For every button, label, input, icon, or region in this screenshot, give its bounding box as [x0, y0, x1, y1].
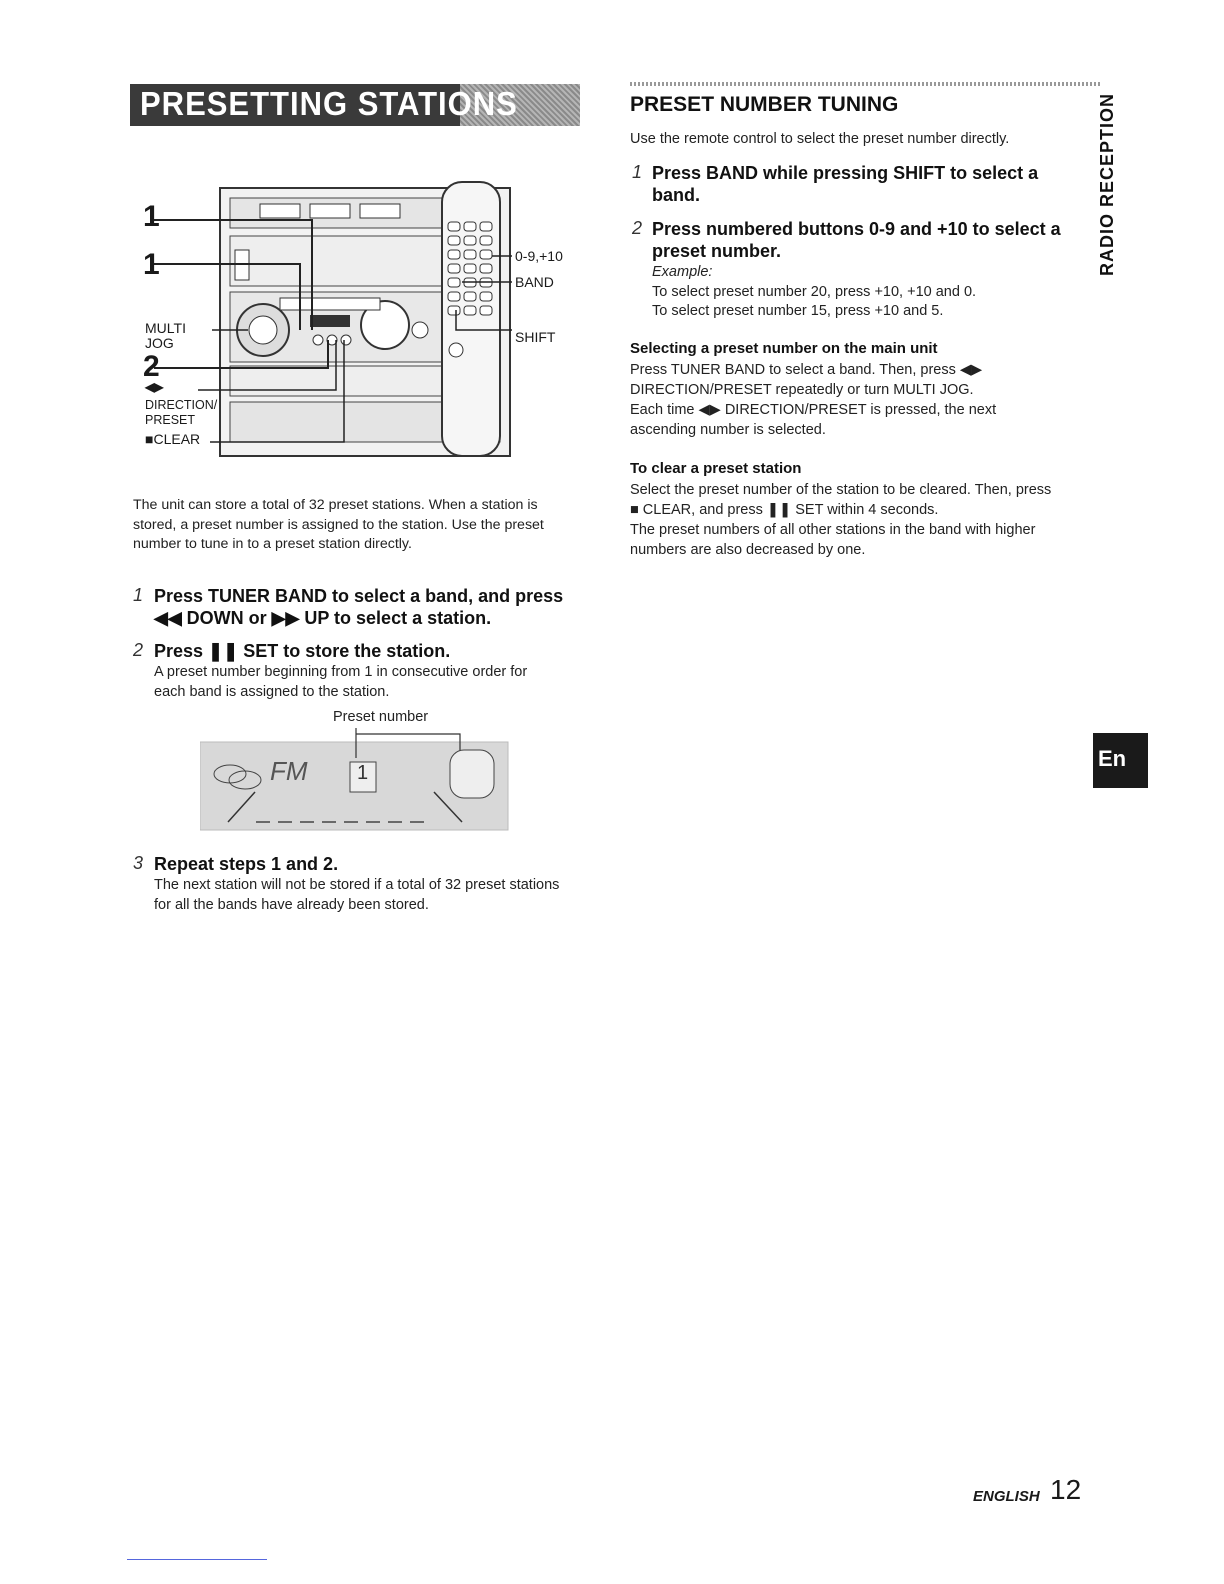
sub1-line-1: Press TUNER BAND to select a band. Then,… — [630, 362, 983, 378]
section-rule — [630, 82, 1100, 86]
stereo-remote-illustration — [154, 181, 512, 457]
callout-step-1a: 1 — [143, 200, 160, 233]
intro-paragraph: The unit can store a total of 32 preset … — [133, 497, 544, 552]
sub1-line-3: Each time ◀▶ DIRECTION/PRESET is pressed… — [630, 402, 997, 418]
remote-label-shift: SHIFT — [515, 329, 556, 345]
example-line-2: To select preset number 15, press +10 an… — [652, 303, 944, 319]
right-step-2-number: 2 — [632, 218, 643, 238]
sub2-title: To clear a preset station — [630, 460, 802, 477]
step-3-number: 3 — [133, 853, 144, 873]
display-caption: Preset number — [333, 709, 429, 725]
callout-clear: ■CLEAR — [145, 431, 201, 447]
right-step-2-line2: preset number. — [652, 241, 782, 261]
callout-preset: PRESET — [145, 413, 196, 427]
step-2-desc2: each band is assigned to the station. — [154, 684, 390, 700]
step-3-desc2: for all the bands have already been stor… — [154, 897, 429, 913]
remote-label-buttons: 0-9,+10 — [515, 248, 563, 264]
step-3-line1: Repeat steps 1 and 2. — [154, 854, 339, 874]
remote-label-band: BAND — [515, 274, 554, 290]
step-2-number: 2 — [133, 640, 144, 660]
example-label: Example: — [652, 264, 713, 280]
right-section-title: PRESET NUMBER TUNING — [630, 93, 899, 116]
callout-step-1b: 1 — [143, 248, 160, 281]
example-line-1: To select preset number 20, press +10, +… — [652, 284, 977, 300]
display-panel-illustration — [200, 728, 509, 831]
callout-multi: MULTI — [145, 320, 186, 336]
step-1-line2: ◀◀ DOWN or ▶▶ UP to select a station. — [154, 608, 492, 628]
step-1-line1: Press TUNER BAND to select a band, and p… — [154, 586, 564, 606]
step-3-desc1: The next station will not be stored if a… — [154, 877, 560, 893]
sub1-line-4: ascending number is selected. — [630, 422, 826, 438]
footer-rule — [127, 1559, 267, 1560]
title-banner-dark — [130, 84, 460, 126]
right-intro: Use the remote control to select the pre… — [630, 131, 1010, 147]
callout-direction: DIRECTION/ — [145, 398, 218, 412]
sub2-line-2: ■ CLEAR, and press ❚❚ SET within 4 secon… — [630, 502, 939, 518]
callout-jog: JOG — [145, 335, 174, 351]
sub2-line-4: numbers are also decreased by one. — [630, 542, 866, 558]
step-2-line1: Press ❚❚ SET to store the station. — [154, 641, 451, 661]
sub2-line-1: Select the preset number of the station … — [630, 482, 1052, 498]
language-tab-label: En — [1098, 746, 1127, 771]
footer-language: ENGLISH — [973, 1488, 1040, 1505]
side-tab-radio-reception: RADIO RECEPTION — [1097, 92, 1117, 276]
page-number: 12 — [1050, 1474, 1082, 1505]
callout-step-2: 2 — [143, 350, 160, 383]
sub2-line-3: The preset numbers of all other stations… — [630, 522, 1036, 538]
right-step-1-line2: band. — [652, 185, 700, 205]
sub1-title: Selecting a preset number on the main un… — [630, 340, 938, 357]
right-step-1-line1: Press BAND while pressing SHIFT to selec… — [652, 163, 1039, 183]
right-step-1-number: 1 — [632, 162, 643, 182]
display-preset-number: 1 — [357, 762, 369, 784]
step-2-desc1: A preset number beginning from 1 in cons… — [154, 664, 528, 680]
callout-direction-arrows-icon: ◀▶ — [145, 380, 164, 394]
section-title: PRESETTING STATIONS — [140, 84, 518, 123]
language-tab — [1093, 733, 1148, 788]
step-1-number: 1 — [133, 585, 144, 605]
display-band: FM — [270, 756, 308, 786]
sub1-line-2: DIRECTION/PRESET repeatedly or turn MULT… — [630, 382, 974, 398]
right-step-2-line1: Press numbered buttons 0-9 and +10 to se… — [652, 219, 1061, 239]
